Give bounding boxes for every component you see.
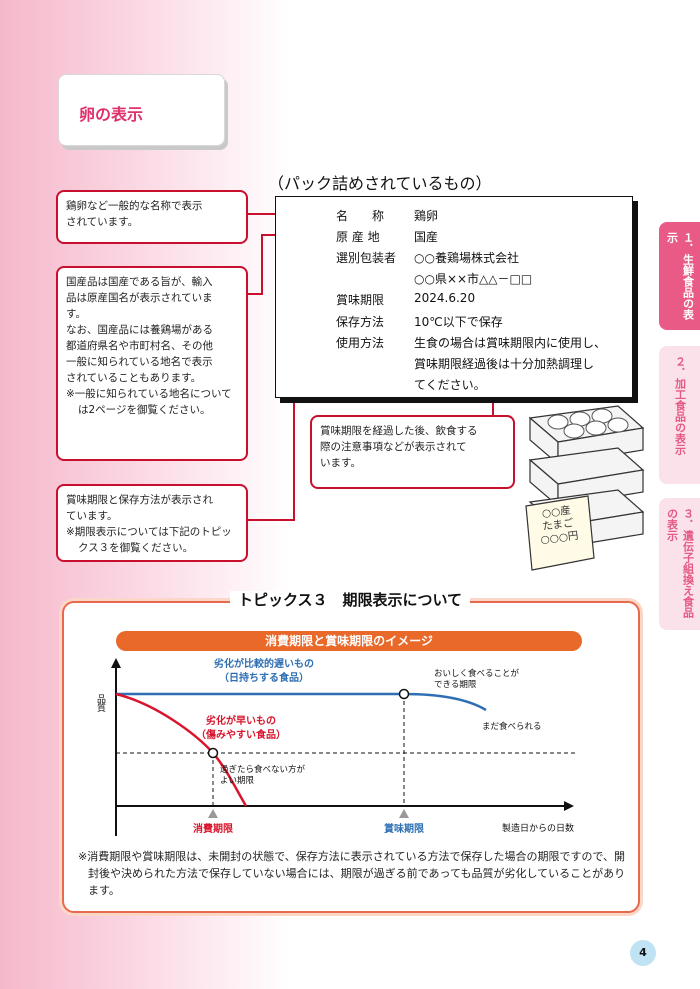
callout-origin-line: なお、国産品には養鶏場がある <box>66 324 213 336</box>
egg-carton-illustration <box>525 405 645 571</box>
label-slow-1: 劣化が比較的遅いもの <box>214 657 314 670</box>
label-fast-2: （傷みやすい食品） <box>196 728 286 741</box>
label-val-best-before: 2024.6.20 <box>414 291 476 305</box>
series-fast-line <box>115 692 248 807</box>
label-val-storage: 10℃以下で保存 <box>414 315 503 329</box>
callout-usage: 賞味期限を経過した後、飲食する 際の注意事項などが表示されて います。 <box>310 415 515 489</box>
label-key-packer: 選別包装者 <box>336 251 397 265</box>
callout-usage-line: います。 <box>320 457 361 469</box>
topics-title-text: トピックス３ 期限表示について <box>229 591 471 609</box>
callout-origin-line: 都道府県名や市町村名、その他 <box>66 340 213 352</box>
label-key-usage: 使用方法 <box>336 336 385 350</box>
callout-name-line: されています。 <box>66 216 139 228</box>
topics-box <box>62 601 640 913</box>
section-heading-box: 卵の表示 <box>58 74 225 146</box>
use-by-point <box>207 747 219 759</box>
callout-usage-line: 賞味期限を経過した後、飲食する <box>320 425 478 437</box>
best-before-marker <box>399 809 409 818</box>
pack-label-panel: 名 称 鶏卵 原 産 地 国産 選別包装者 ○○養鶏場株式会社 ○○県××市△△… <box>275 196 633 398</box>
expiry-chart: 品質 劣化が比較的遅いもの （日持ちする食品） 劣化が早いもの （傷みやすい食品… <box>95 657 576 836</box>
callout-origin-line: 一般に知られている地名で表示 <box>66 356 213 368</box>
series-slow-line <box>116 692 487 712</box>
label-val-packer-2: ○○県××市△△－□□ <box>414 272 533 286</box>
label-fast-1: 劣化が早いもの <box>206 714 276 727</box>
callout-usage-line: 際の注意事項などが表示されて <box>320 441 467 453</box>
label-val-usage-3: てください。 <box>414 378 486 392</box>
label-unsafe-1: 過ぎたら食べない方が <box>220 764 306 775</box>
callout-dates-line: 賞味期限と保存方法が表示され <box>66 494 213 506</box>
label-val-usage-1: 生食の場合は賞味期限内に使用し、 <box>414 336 607 350</box>
label-tasty-2: できる期限 <box>434 680 477 690</box>
callout-origin-line: 国産品は国産である旨が、輸入 <box>66 276 213 288</box>
page-number: 4 <box>630 940 656 966</box>
callout-dates: 賞味期限と保存方法が表示され ています。 ※期限表示については下記のトピックス３… <box>56 484 248 562</box>
label-key-name: 名 称 <box>336 209 385 223</box>
x-axis-label: 製造日からの日数 <box>502 822 574 834</box>
side-tab-fresh-food[interactable]: １．生鮮食品の表示 <box>659 222 700 330</box>
footnote: ※消費期限や賞味期限は、未開封の状態で、保存方法に表示されている方法で保存した場… <box>78 848 632 899</box>
label-key-best-before: 賞味期限 <box>336 293 385 307</box>
label-val-name: 鶏卵 <box>414 209 439 223</box>
callout-origin-line: 品は原産国名が表示されていま <box>66 292 213 304</box>
callout-dates-line: ています。 <box>66 510 118 522</box>
label-val-origin: 国産 <box>414 230 439 244</box>
label-tasty-1: おいしく食べることが <box>434 668 520 679</box>
egg-price-sign: ○○産 たまご ○○○円 <box>525 502 591 548</box>
x-tick-best-before: 賞味期限 <box>384 822 425 835</box>
label-slow-2: （日持ちする食品） <box>219 671 309 684</box>
callout-dates-note: ※期限表示については下記のトピックス３を御覧ください。 <box>66 526 232 554</box>
footnote-text: ※消費期限や賞味期限は、未開封の状態で、保存方法に表示されている方法で保存した場… <box>78 850 626 897</box>
label-val-usage-2: 賞味期限経過後は十分加熱調理し <box>414 357 595 371</box>
x-tick-use-by: 消費期限 <box>193 822 234 835</box>
callout-origin: 国産品は国産である旨が、輸入 品は原産国名が表示されていま す。 なお、国産品に… <box>56 266 248 461</box>
callout-origin-line: す。 <box>66 308 86 320</box>
callout-name-line: 鶏卵など一般的な名称で表示 <box>66 200 203 212</box>
y-axis-label: 品質 <box>95 694 106 713</box>
label-val-packer-1: ○○養鶏場株式会社 <box>414 251 519 265</box>
topics-title: トピックス３ 期限表示について <box>0 589 700 610</box>
best-before-point <box>398 688 410 700</box>
label-unsafe-2: よい期限 <box>220 776 255 786</box>
label-key-origin: 原 産 地 <box>336 230 380 244</box>
label-still-edible: まだ食べられる <box>482 721 542 732</box>
side-tab-gm-food[interactable]: ３．遺伝子組換え食品の表示 <box>659 498 700 630</box>
side-tab-processed-food[interactable]: ２．加工食品の表示 <box>659 346 700 484</box>
callout-origin-line: されていることもあります。 <box>66 372 202 384</box>
section-heading: 卵の表示 <box>79 105 144 124</box>
chart-axes <box>111 658 574 836</box>
callout-origin-note: ※一般に知られている地名については2ページを御覧ください。 <box>66 388 232 416</box>
label-key-storage: 保存方法 <box>336 315 385 329</box>
use-by-marker <box>208 809 218 818</box>
chart-banner: 消費期限と賞味期限のイメージ <box>116 631 582 651</box>
callout-name: 鶏卵など一般的な名称で表示 されています。 <box>56 190 248 244</box>
pack-label-title: （パック詰めされているもの） <box>268 174 492 193</box>
